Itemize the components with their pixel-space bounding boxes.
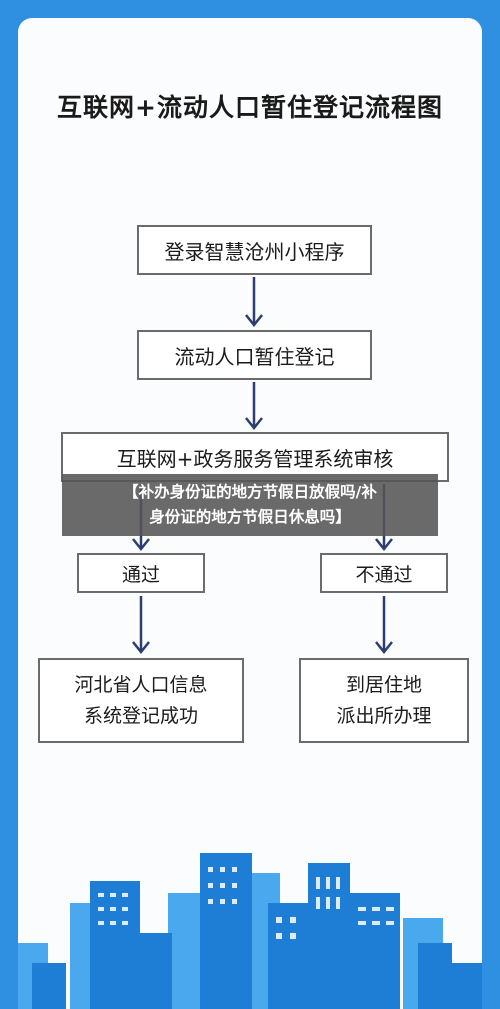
step-success-line1: 河北省人口信息 xyxy=(74,673,208,696)
step-local-office-box: 到居住地 派出所办理 xyxy=(299,658,469,743)
step-login-label: 登录智慧沧州小程序 xyxy=(164,239,345,264)
step-register-label: 流动人口暂住登记 xyxy=(174,344,335,369)
page-title: 互联网+流动人口暂住登记流程图 xyxy=(57,93,443,122)
step-success-line2: 系统登记成功 xyxy=(83,704,198,727)
banner-line-1: 【补办身份证的地方节假日放假吗/补 xyxy=(123,483,377,501)
arrow-down-icon xyxy=(245,277,263,327)
city-skyline-illustration xyxy=(18,853,482,1009)
step-local-line1: 到居住地 xyxy=(345,673,422,696)
banner-line-2: 身份证的地方节假日休息吗】 xyxy=(149,508,351,526)
step-pass-box: 通过 xyxy=(77,553,205,593)
overlay-banner: 【补办身份证的地方节假日放假吗/补 身份证的地方节假日休息吗】 xyxy=(62,474,438,536)
step-review-label: 互联网+政务服务管理系统审核 xyxy=(116,446,394,471)
step-review-box: 互联网+政务服务管理系统审核 xyxy=(61,432,449,482)
arrow-down-icon xyxy=(375,596,393,654)
arrow-down-icon xyxy=(245,382,263,430)
arrow-down-icon xyxy=(132,596,150,654)
step-login-box: 登录智慧沧州小程序 xyxy=(137,225,372,275)
step-fail-label: 不通过 xyxy=(355,563,413,586)
step-pass-label: 通过 xyxy=(121,563,160,586)
step-register-box: 流动人口暂住登记 xyxy=(137,330,372,380)
step-fail-box: 不通过 xyxy=(320,553,448,593)
step-success-box: 河北省人口信息 系统登记成功 xyxy=(38,658,244,743)
step-local-line2: 派出所办理 xyxy=(336,704,432,727)
